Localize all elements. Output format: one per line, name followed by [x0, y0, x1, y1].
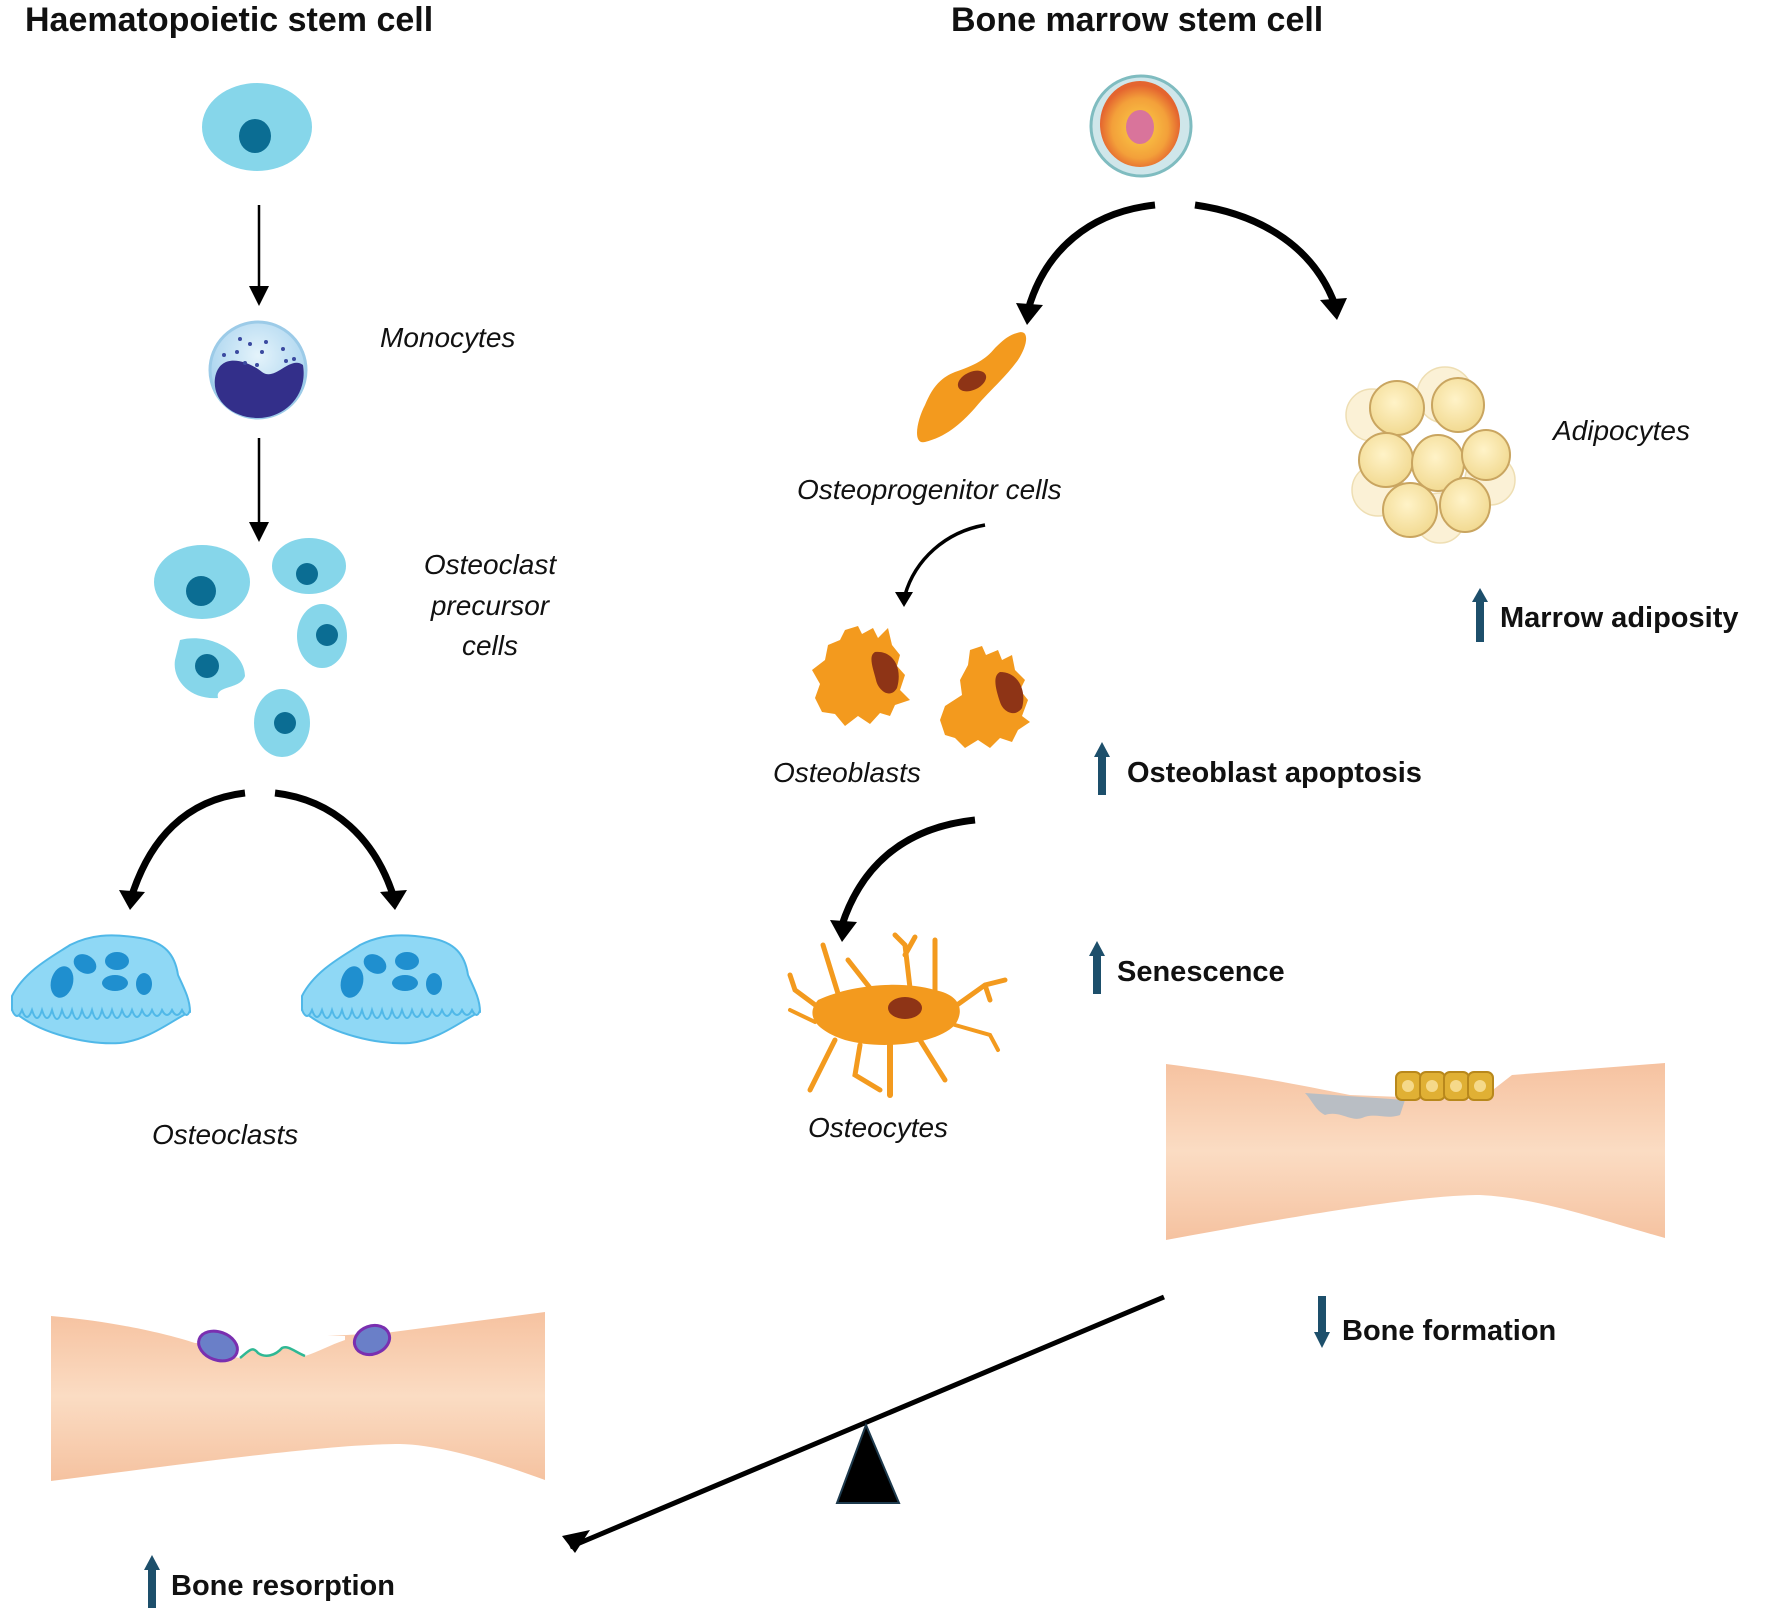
- osteoblast-lining-cells: [1395, 1071, 1494, 1101]
- bone-marrow-stem-cell-icon: [1089, 74, 1193, 178]
- effect-bone-formation: Bone formation: [1314, 1296, 1556, 1348]
- monocyte-icon: [208, 320, 308, 420]
- arrowhead-osteoprogenitor: [1016, 303, 1043, 325]
- effect-label-osteoblast-apoptosis: Osteoblast apoptosis: [1127, 757, 1422, 789]
- osteoblasts-icon: [812, 626, 1030, 748]
- osteoclast-precursor-cells-icon: [154, 538, 347, 757]
- label-monocytes: Monocytes: [380, 322, 515, 353]
- effect-label-senescence: Senescence: [1117, 956, 1285, 988]
- up-arrow-icon: [1472, 588, 1488, 642]
- effect-senescence: Senescence: [1089, 941, 1285, 994]
- bone-resorption-illustration: [51, 1312, 545, 1481]
- effect-label-bone-formation: Bone formation: [1342, 1315, 1556, 1347]
- arrow-to-adipocytes: [1194, 201, 1339, 307]
- balance-seesaw: [562, 1294, 1165, 1553]
- arrowhead-osteocytes: [830, 920, 857, 942]
- label-osteoclasts: Osteoclasts: [152, 1119, 298, 1150]
- label-osteoclast-precursor-line1: Osteoclast: [424, 549, 557, 580]
- arrowhead-adipocytes: [1320, 298, 1347, 320]
- up-arrow-icon: [1089, 941, 1105, 994]
- fulcrum-triangle-icon: [835, 1422, 901, 1504]
- effect-bone-resorption: Bone resorption: [144, 1555, 395, 1608]
- arrow-to-osteocytes: [838, 816, 976, 927]
- haematopoietic-stem-cell-icon: [202, 83, 312, 171]
- title-bone-marrow-stem-cell: Bone marrow stem cell: [951, 1, 1323, 39]
- osteoclast-icon-right: [301, 934, 482, 1045]
- seesaw-arrowhead: [562, 1530, 590, 1553]
- effect-label-marrow-adiposity: Marrow adiposity: [1500, 602, 1739, 634]
- up-arrow-icon: [144, 1555, 160, 1608]
- resorbing-osteoclast-left: [197, 1329, 239, 1363]
- adipocytes-icon: [1345, 366, 1516, 544]
- osteoclast-icon-left: [11, 934, 192, 1045]
- arrow-to-osteoprogenitor: [1024, 201, 1156, 311]
- label-adipocytes: Adipocytes: [1551, 415, 1690, 446]
- arrow-to-osteoblasts: [903, 523, 986, 596]
- label-osteoblasts: Osteoblasts: [773, 757, 921, 788]
- bone-formation-illustration: [1166, 1063, 1665, 1240]
- arrowhead-osteoblasts: [895, 592, 913, 607]
- effect-osteoblast-apoptosis: Osteoblast apoptosis: [1094, 742, 1422, 795]
- osteoprogenitor-cell-icon: [917, 332, 1027, 443]
- title-haematopoietic-stem-cell: Haematopoietic stem cell: [25, 1, 433, 39]
- osteocyte-icon: [787, 932, 1008, 1098]
- seesaw-beam: [569, 1294, 1165, 1550]
- effect-label-bone-resorption: Bone resorption: [171, 1570, 395, 1602]
- arrowhead-right: [380, 890, 407, 910]
- arrowhead-left: [119, 890, 145, 910]
- label-osteoclast-precursor-line3: cells: [462, 630, 518, 661]
- arrow-to-osteoclast-left: [128, 789, 246, 897]
- up-arrow-icon: [1094, 742, 1110, 795]
- label-osteoclast-precursor-line2: precursor: [430, 590, 551, 621]
- arrow-to-osteoclast-right: [274, 789, 397, 897]
- resorbing-osteoclast-right: [352, 1323, 392, 1357]
- label-osteoprogenitor-cells: Osteoprogenitor cells: [797, 474, 1062, 505]
- down-arrow-icon: [1314, 1296, 1330, 1348]
- label-osteocytes: Osteocytes: [808, 1112, 948, 1143]
- effect-marrow-adiposity: Marrow adiposity: [1472, 588, 1739, 642]
